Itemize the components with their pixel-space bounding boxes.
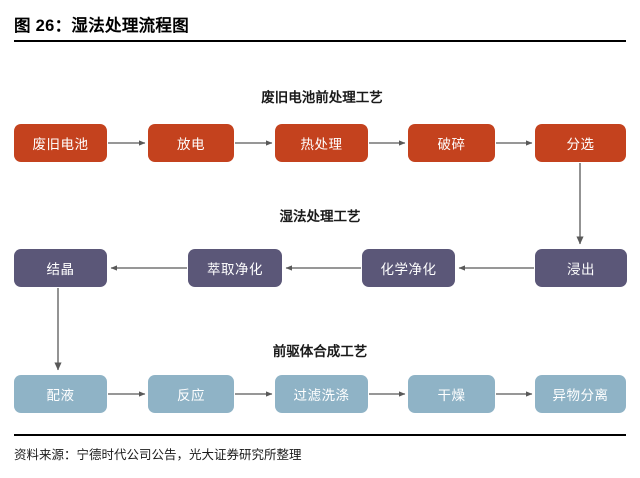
- source-divider-rule: [14, 434, 626, 436]
- node-solution-preparation[interactable]: 配液: [14, 375, 107, 413]
- node-drying[interactable]: 干燥: [408, 375, 495, 413]
- node-waste-battery[interactable]: 废旧电池: [14, 124, 107, 162]
- node-heat-treatment[interactable]: 热处理: [275, 124, 368, 162]
- node-reaction[interactable]: 反应: [148, 375, 234, 413]
- node-leaching[interactable]: 浸出: [535, 249, 627, 287]
- figure-title: 图 26：湿法处理流程图: [14, 17, 190, 35]
- node-extraction-purification[interactable]: 萃取净化: [188, 249, 282, 287]
- node-chemical-purification[interactable]: 化学净化: [362, 249, 455, 287]
- node-discharge[interactable]: 放电: [148, 124, 234, 162]
- node-filtration-washing[interactable]: 过滤洗涤: [275, 375, 368, 413]
- node-crystallization[interactable]: 结晶: [14, 249, 107, 287]
- section-heading-precursor: 前驱体合成工艺: [272, 344, 368, 359]
- node-sorting[interactable]: 分选: [535, 124, 626, 162]
- section-heading-pretreatment: 废旧电池前处理工艺: [261, 90, 383, 105]
- title-divider-rule: [14, 40, 626, 42]
- section-heading-hydrometallurgy: 湿法处理工艺: [279, 209, 361, 224]
- figure-source: 资料来源：宁德时代公司公告，光大证券研究所整理: [14, 448, 302, 462]
- node-crushing[interactable]: 破碎: [408, 124, 495, 162]
- node-foreign-matter-separation[interactable]: 异物分离: [535, 375, 626, 413]
